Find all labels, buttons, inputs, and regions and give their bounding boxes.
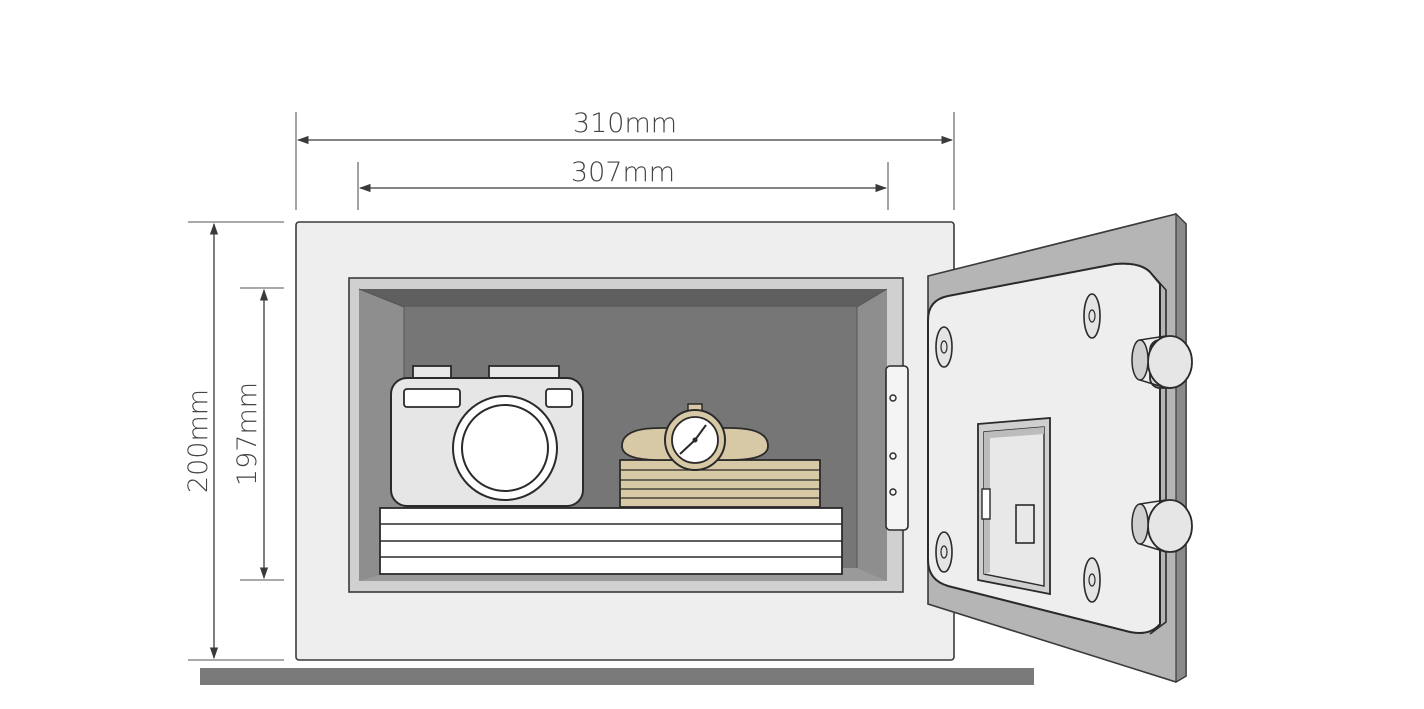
door-hinge: [885, 365, 909, 531]
inner-height-dimension: 197mm: [232, 287, 284, 581]
inner-width-dimension: 307mm: [357, 157, 889, 210]
camera-icon: [390, 365, 584, 507]
document-stack: [379, 507, 843, 575]
inner-height-label: 197mm: [232, 382, 263, 486]
safe-door: [927, 212, 1187, 684]
wristwatch-icon: [621, 403, 769, 471]
locking-bolt-top: [1131, 335, 1193, 389]
locking-bolt-bottom: [1131, 499, 1193, 553]
outer-width-dimension: 310mm: [295, 108, 955, 210]
jewelry-box: [619, 459, 821, 508]
outer-height-label: 200mm: [183, 389, 214, 493]
outer-width-label: 310mm: [573, 108, 677, 139]
keypad-icon: [977, 417, 1051, 596]
base-plate: [200, 668, 1034, 685]
inner-width-label: 307mm: [571, 157, 675, 188]
outer-height-dimension: 200mm: [183, 221, 284, 661]
